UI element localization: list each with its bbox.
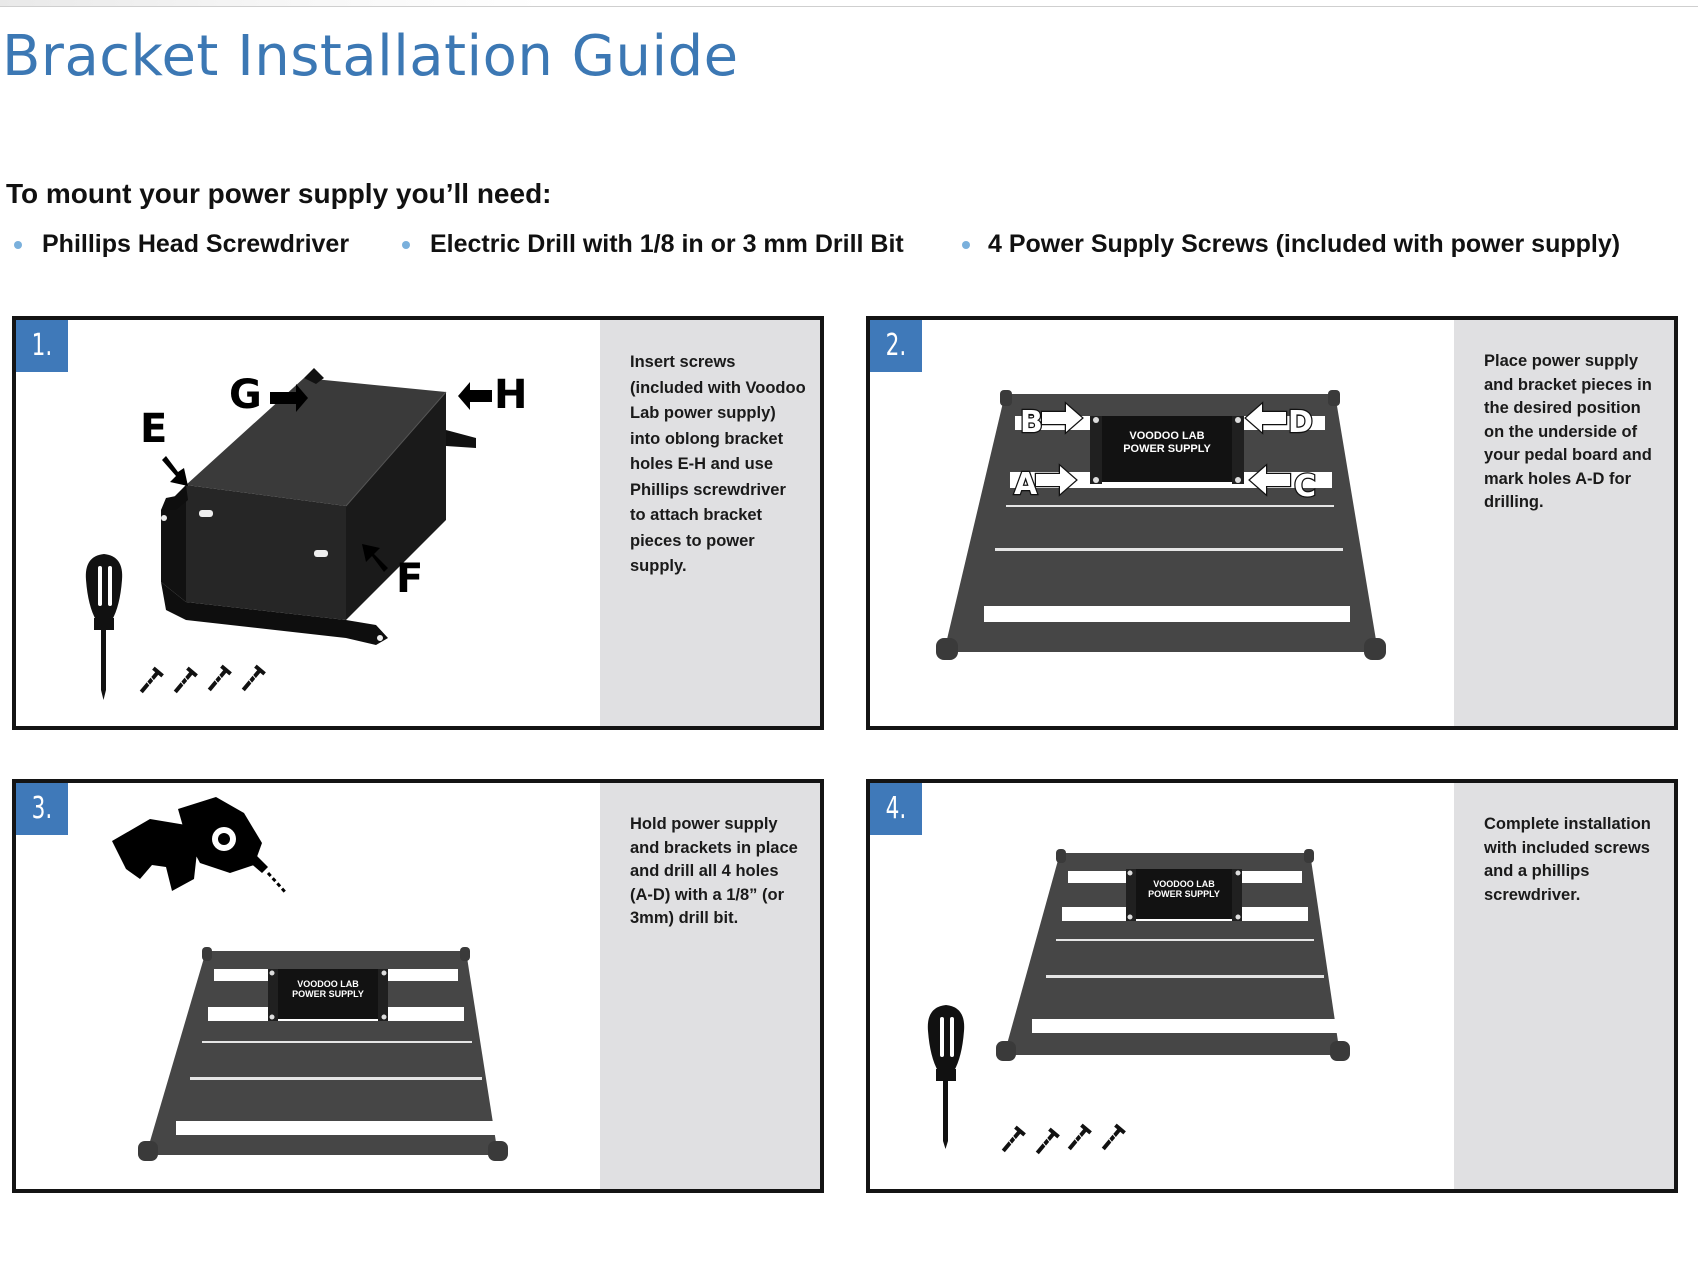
tool-item-screwdriver: Phillips Head Screwdriver [14,230,349,259]
top-shade [0,0,540,6]
hand-drill-icon [112,797,288,895]
screw-icon [1001,1123,1126,1155]
screwdriver-icon [927,1005,965,1149]
label-e: E [140,406,167,452]
bullet-icon [14,241,22,249]
supply-label-line1: VOODOO LAB [1153,879,1215,889]
tool-label: 4 Power Supply Screws (included with pow… [988,230,1621,258]
step-description: Complete installation with included scre… [1484,815,1651,904]
bullet-icon [962,241,970,249]
label-h: H [494,372,527,418]
label-a: A [1014,467,1038,502]
step-number-badge: 3. [16,783,68,835]
supply-label-line1: VOODOO LAB [297,979,359,989]
tools-list: Phillips Head Screwdriver Electric Drill… [0,230,1698,270]
label-c: C [1294,469,1316,504]
arrow-icon: B D A C [1013,401,1317,505]
page-title: Bracket Installation Guide [2,24,739,89]
step-number-badge: 1. [16,320,68,372]
tool-item-screws: 4 Power Supply Screws (included with pow… [962,230,1620,259]
step-panel-1: G H E F 1. Insert screws (included wi [12,316,824,730]
tool-label: Phillips Head Screwdriver [42,230,350,258]
step-description-box: Insert screws (included with Voodoo Lab … [600,320,820,726]
screw-icon [139,664,266,694]
pedalboard-illustration: VOODOO LAB POWER SUPPLY [138,947,508,1161]
step-description: Hold power supply and brackets in place … [630,815,798,927]
top-divider [0,6,1698,7]
step-description: Insert screws (included with Voodoo Lab … [630,353,806,575]
requirements-heading: To mount your power supply you’ll need: [6,178,552,209]
step-panel-3: VOODOO LAB POWER SUPPLY 3. Hold power su… [12,779,824,1193]
label-f: F [396,556,423,602]
bracket-illustration: G H E F [85,368,527,700]
step-description-box: Complete installation with included scre… [1454,783,1674,1189]
supply-label-line2: POWER SUPPLY [292,989,364,999]
step-panel-4: VOODOO LAB POWER SUPPLY 4. Complete inst… [866,779,1678,1193]
pedalboard-illustration: VOODOO LAB POWER SUPPLY [996,849,1350,1061]
step-description-box: Place power supply and bracket pieces in… [1454,320,1674,726]
step-description: Place power supply and bracket pieces in… [1484,352,1652,511]
label-b: B [1020,405,1043,440]
label-g: G [229,372,262,418]
step-number-badge: 4. [870,783,922,835]
tool-item-drill: Electric Drill with 1/8 in or 3 mm Drill… [402,230,904,259]
step-description-box: Hold power supply and brackets in place … [600,783,820,1189]
bullet-icon [402,241,410,249]
label-d: D [1288,405,1313,440]
step-number-badge: 2. [870,320,922,372]
supply-label-line2: POWER SUPPLY [1148,889,1220,899]
pedalboard-illustration: VOODOO LAB POWER SUPPLY B D A C [936,390,1386,660]
supply-label-line1: VOODOO LAB [1129,430,1204,442]
tool-label: Electric Drill with 1/8 in or 3 mm Drill… [430,230,904,258]
screwdriver-icon [85,554,123,700]
supply-label-line2: POWER SUPPLY [1123,443,1211,455]
step-panel-2: VOODOO LAB POWER SUPPLY B D A C 2. Place… [866,316,1678,730]
